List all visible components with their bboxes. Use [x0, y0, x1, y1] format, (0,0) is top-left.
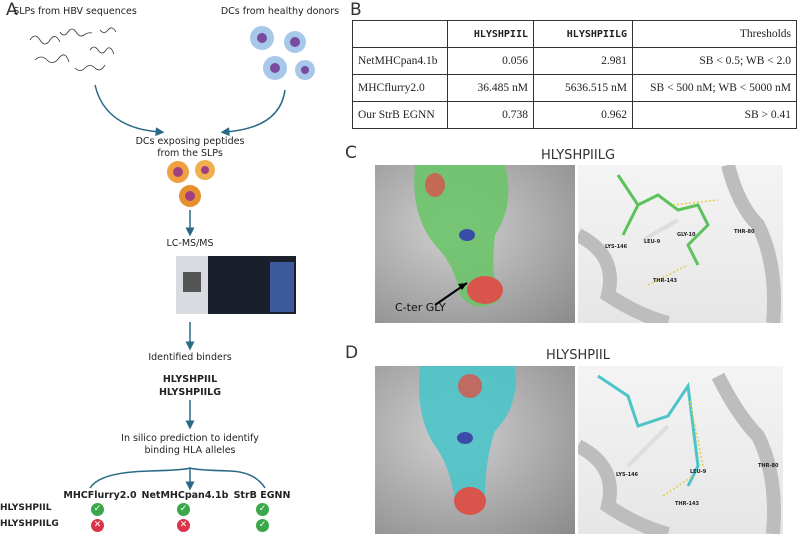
residue-label: THR-80 — [734, 229, 755, 235]
check-icon: ✓ — [91, 503, 104, 516]
tool-netmhcpan: NetMHCpan4.1b — [141, 490, 229, 501]
dcs-exposing-line2: from the SLPs — [157, 148, 223, 159]
tool-strb-egnn: StrB EGNN — [233, 490, 291, 501]
insilico-line1: In silico prediction to identify — [121, 433, 259, 444]
cell: SB < 500 nM; WB < 5000 nM — [632, 74, 797, 102]
table-header: HLYSHPIIL HLYSHPIILG Thresholds — [352, 20, 797, 48]
mass-spectrometer-icon — [176, 256, 296, 314]
check-icon: ✓ — [256, 503, 269, 516]
header-thresholds: Thresholds — [632, 20, 797, 48]
arrow-right — [220, 89, 286, 137]
cell: 0.056 — [447, 47, 534, 75]
insilico-label: In silico prediction to identify binding… — [100, 433, 280, 457]
cell: MHCflurry2.0 — [352, 74, 448, 102]
residue-label: THR-143 — [653, 278, 677, 284]
table-row: NetMHCpan4.1b 0.056 2.981 SB < 0.5; WB <… — [352, 47, 797, 75]
cell: 5636.515 nM — [533, 74, 633, 102]
result-row-1-label: HLYSHPIIL — [0, 503, 52, 513]
arrow-left — [94, 84, 165, 137]
header-empty — [352, 20, 448, 48]
tool-mhcflurry: MHCFlurry2.0 — [63, 490, 137, 501]
cell: 0.962 — [533, 101, 633, 129]
panel-c-title: HLYSHPIILG — [540, 148, 616, 163]
peptide-surface-d — [419, 366, 516, 515]
cross-icon: ✕ — [177, 519, 190, 532]
table-row: MHCflurry2.0 36.485 nM 5636.515 nM SB < … — [352, 74, 797, 102]
residue-label: GLY-10 — [677, 232, 696, 238]
residue-label: THR-80 — [758, 463, 779, 469]
surface-view-d — [375, 366, 575, 534]
interaction-view-c: LYS-146 LEU-9 GLY-10 THR-80 THR-143 — [578, 165, 783, 323]
header-hlyshpiilg: HLYSHPIILG — [533, 20, 633, 48]
check-icon: ✓ — [256, 519, 269, 532]
dcs-exposing-line1: DCs exposing peptides — [135, 136, 245, 147]
residue-label: LEU-9 — [644, 239, 661, 245]
residue-label: LYS-146 — [605, 244, 628, 250]
peptide-presenting-cells-icon — [167, 160, 215, 207]
cell: SB < 0.5; WB < 2.0 — [632, 47, 797, 75]
cell: SB > 0.41 — [632, 101, 797, 129]
cross-icon: ✕ — [91, 519, 104, 532]
surface-view-c: C-ter GLY — [375, 165, 575, 323]
header-hlyshpiil: HLYSHPIIL — [447, 20, 534, 48]
residue-label: LEU-9 — [690, 469, 707, 475]
cell: 2.981 — [533, 47, 633, 75]
insilico-line2: binding HLA alleles — [144, 445, 236, 456]
cell: 0.738 — [447, 101, 534, 129]
cter-gly-annotation: C-ter GLY — [395, 301, 446, 314]
dcs-label: DCs from healthy donors — [220, 6, 340, 17]
residue-label: LYS-146 — [616, 472, 639, 478]
peptide-surface-c — [414, 165, 509, 307]
prediction-table: HLYSHPIIL HLYSHPIILG Thresholds NetMHCpa… — [352, 20, 797, 129]
slps-label: SLPs from HBV sequences — [13, 6, 137, 17]
cell: 36.485 nM — [447, 74, 534, 102]
table-row: Our StrB EGNN 0.738 0.962 SB > 0.41 — [352, 101, 797, 129]
cell: NetMHCpan4.1b — [352, 47, 448, 75]
binder-1: HLYSHPIIL — [162, 374, 218, 385]
dcs-exposing-label: DCs exposing peptides from the SLPs — [120, 136, 260, 160]
helix-cartoon-d — [578, 372, 781, 534]
interaction-view-d: LYS-146 LEU-9 THR-80 THR-143 — [578, 366, 783, 534]
panel-d-title: HLYSHPIIL — [545, 348, 610, 363]
result-row-2-label: HLYSHPIILG — [0, 519, 59, 529]
panel-b-label: B — [350, 0, 362, 20]
helix-cartoon-c — [578, 165, 781, 323]
dendritic-cells-icon — [250, 26, 315, 80]
binder-2: HLYSHPIILG — [158, 387, 222, 398]
panel-a-graphics — [29, 26, 315, 491]
check-icon: ✓ — [177, 503, 190, 516]
lcms-label: LC-MS/MS — [166, 238, 214, 249]
cell: Our StrB EGNN — [352, 101, 448, 129]
slp-squiggles-icon — [29, 27, 117, 71]
panel-d-label: D — [345, 343, 359, 363]
panel-c-label: C — [345, 143, 357, 163]
identified-binders-label: Identified binders — [148, 352, 232, 363]
residue-label: THR-143 — [675, 501, 699, 507]
panel-a-label: A — [6, 0, 18, 20]
